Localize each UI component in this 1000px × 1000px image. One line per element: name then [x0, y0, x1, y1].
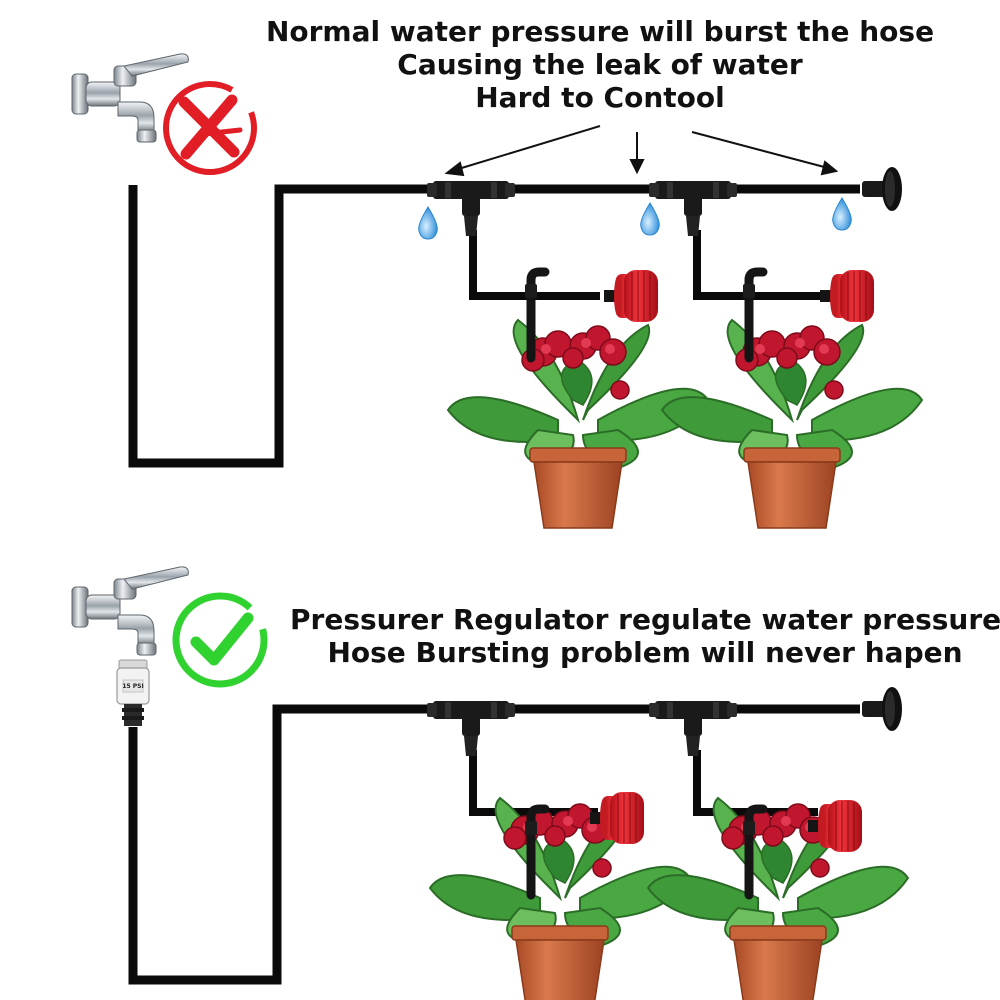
red-cross-circle-icon — [163, 81, 257, 175]
potted-plant — [429, 797, 691, 1000]
branch-hose-1 — [469, 750, 598, 816]
bottom-caption-line-1: Pressurer Regulator regulate water press… — [290, 603, 1000, 636]
potted-plant — [647, 797, 909, 1000]
branch-hose-2 — [693, 230, 820, 300]
bottom-caption-line-2: Hose Bursting problem will never hapen — [327, 636, 963, 669]
bottom-panel: 15 PSI — [71, 566, 909, 1000]
top-caption-line-3: Hard to Contool — [475, 81, 725, 114]
red-dripper — [603, 269, 659, 323]
water-drop-icon — [640, 202, 660, 236]
top-caption: Normal water pressure will burst the hos… — [250, 15, 950, 114]
tee-connector — [649, 181, 737, 236]
regulator-label: 15 PSI — [122, 683, 143, 690]
top-caption-line-1: Normal water pressure will burst the hos… — [265, 15, 935, 48]
pressure-arrows — [444, 125, 839, 177]
end-plug — [862, 687, 902, 731]
faucet-icon — [71, 53, 189, 143]
bottom-caption: Pressurer Regulator regulate water press… — [290, 603, 1000, 669]
top-caption-line-2: Causing the leak of water — [397, 48, 803, 81]
faucet-icon — [71, 566, 189, 656]
branch-hose-1 — [469, 230, 600, 300]
water-drop-icon — [418, 206, 438, 240]
potted-plant — [661, 319, 923, 529]
tee-connector — [427, 181, 515, 236]
red-dripper — [819, 269, 875, 323]
tee-connector — [649, 701, 737, 756]
water-drop-icon — [832, 197, 852, 231]
end-plug — [862, 167, 902, 211]
tee-connector — [427, 701, 515, 756]
top-panel — [71, 53, 923, 529]
potted-plant — [447, 319, 709, 529]
green-check-circle-icon — [172, 592, 268, 688]
pressure-regulator: 15 PSI — [116, 659, 150, 726]
